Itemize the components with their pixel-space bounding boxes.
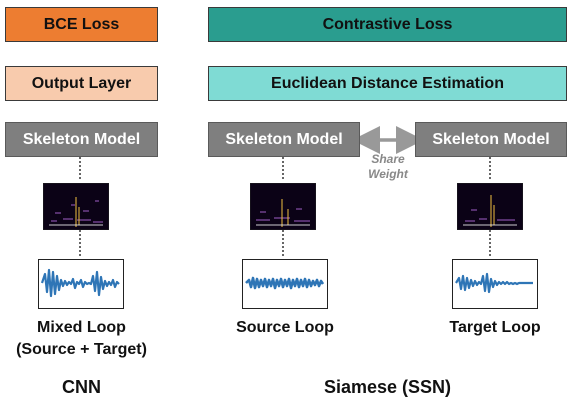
ssn-source-waveform-image <box>242 259 328 309</box>
cnn-caption: CNN <box>62 377 101 397</box>
ssn-euclidean-distance-box: Euclidean Distance Estimation <box>208 66 567 101</box>
cnn-waveform-image <box>38 259 124 309</box>
ssn-skeleton-model-left-box: Skeleton Model <box>208 122 360 157</box>
cnn-skeleton-model-box: Skeleton Model <box>5 122 158 157</box>
cnn-bce-loss-box: BCE Loss <box>5 7 158 42</box>
share-weight-label-line2: Weight <box>368 167 408 181</box>
ssn-source-spectrogram-image <box>250 183 316 230</box>
ssn-target-loop-label: Target Loop <box>449 319 541 336</box>
cnn-input-label-line2: (Source + Target) <box>16 341 147 358</box>
ssn-target-waveform-image <box>452 259 538 309</box>
cnn-spectrogram-image <box>43 183 109 230</box>
ssn-contrastive-loss-box: Contrastive Loss <box>208 7 567 42</box>
cnn-output-layer-box: Output Layer <box>5 66 158 101</box>
ssn-target-spectrogram-image <box>457 183 523 230</box>
cnn-input-label-line1: Mixed Loop <box>37 319 126 336</box>
ssn-skeleton-model-right-box: Skeleton Model <box>415 122 567 157</box>
share-weight-label-line1: Share <box>371 152 405 166</box>
ssn-caption: Siamese (SSN) <box>323 377 452 397</box>
ssn-source-loop-label: Source Loop <box>236 319 334 336</box>
